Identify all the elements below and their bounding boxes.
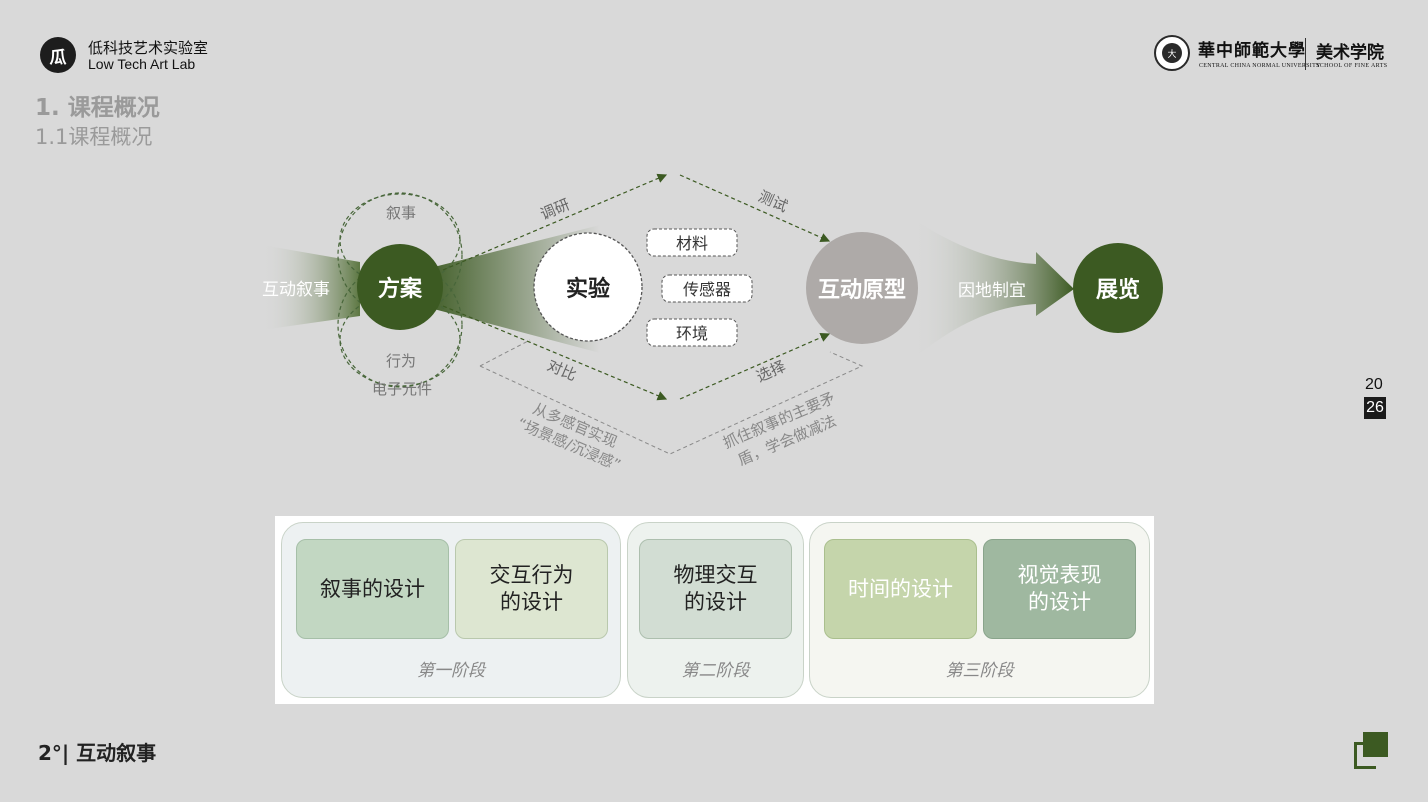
ring-top-label: 叙事 <box>386 204 416 222</box>
stage-2: 物理交互的设计 第二阶段 <box>627 522 804 698</box>
node-exhibition-label: 展览 <box>1096 277 1140 303</box>
year-top: 20 <box>1365 376 1383 393</box>
university-name-en: CENTRAL CHINA NORMAL UNIVERSITY <box>1199 63 1321 69</box>
plan-rings <box>337 192 463 388</box>
stage-1-card-1: 叙事的设计 <box>296 539 449 639</box>
stage-1: 叙事的设计 交互行为的设计 第一阶段 <box>281 522 621 698</box>
lab-logo: 瓜 <box>40 37 76 73</box>
stage-3: 时间的设计 视觉表现的设计 第三阶段 <box>809 522 1150 698</box>
card-line-1: 物理交互 <box>673 563 758 587</box>
arrow-label: 因地制宜 <box>958 281 1026 301</box>
header-divider <box>1305 38 1306 70</box>
stage-1-card-2: 交互行为的设计 <box>455 539 608 639</box>
card-line-1: 时间的设计 <box>848 576 953 601</box>
factor-2-label: 传感器 <box>683 280 731 299</box>
ring-bottom-label-2: 电子元件 <box>372 380 432 398</box>
node-prototype-circle <box>806 232 918 344</box>
edge-select-label: 选择 <box>754 357 789 386</box>
school-name-cn: 美术学院 <box>1316 43 1384 63</box>
card-line-1: 叙事的设计 <box>320 576 425 601</box>
card-line-1: 交互行为 <box>489 563 574 587</box>
node-plan-label: 方案 <box>378 276 423 302</box>
school-name-en: SCHOOL OF FINE ARTS <box>1316 63 1388 69</box>
university-seal-glyph: 大 <box>1162 43 1182 63</box>
node-prototype-label: 互动原型 <box>818 278 906 303</box>
node-plan-circle <box>357 244 443 330</box>
section-title: 1. 课程概况 <box>35 95 160 121</box>
factor-3-label: 环境 <box>676 324 708 343</box>
lab-name-en: Low Tech Art Lab <box>88 56 196 72</box>
stage-3-card-2: 视觉表现的设计 <box>983 539 1136 639</box>
year-bottom: 26 <box>1364 397 1386 419</box>
lab-name-cn: 低科技艺术实验室 <box>88 39 209 57</box>
corner-mark-top <box>1354 742 1363 745</box>
university-seal-icon: 大 <box>1154 35 1190 71</box>
note-diamond-left <box>479 339 531 367</box>
stage-2-label: 第二阶段 <box>681 661 750 681</box>
stage-panel: 叙事的设计 交互行为的设计 第一阶段 物理交互的设计 第二阶段 时间的设计 视觉… <box>275 516 1154 704</box>
card-line-2: 的设计 <box>684 590 747 614</box>
factor-1-label: 材料 <box>676 234 708 253</box>
card-line-2: 的设计 <box>1028 590 1091 614</box>
node-experiment-label: 实验 <box>566 276 610 302</box>
edge-test-label: 测试 <box>756 187 791 216</box>
stage-1-label: 第一阶段 <box>417 661 485 681</box>
process-edges <box>442 173 831 401</box>
ring-bottom-label-1: 行为 <box>386 352 416 370</box>
stage-3-label: 第三阶段 <box>945 661 1014 681</box>
card-line-1: 视觉表现 <box>1017 563 1102 587</box>
input-label: 互动叙事 <box>262 280 330 300</box>
section-subtitle: 1.1课程概况 <box>35 125 153 149</box>
stage-2-card-1: 物理交互的设计 <box>639 539 792 639</box>
node-experiment-circle <box>533 232 643 342</box>
card-line-2: 的设计 <box>500 590 563 614</box>
node-exhibition-circle <box>1073 243 1163 333</box>
input-fade <box>262 245 360 330</box>
stage-3-card-1: 时间的设计 <box>824 539 977 639</box>
footer-title: 2°| 互动叙事 <box>38 741 157 765</box>
edge-research-label: 调研 <box>538 195 573 223</box>
output-arrow <box>912 218 1074 360</box>
corner-mark-square <box>1363 732 1388 757</box>
process-diagram: 互动叙事 方案 实验 互动原型 展览 叙事 行为 电子元件 材料 传感器 环境 … <box>262 173 1163 474</box>
university-name-cn: 華中師範大學 <box>1198 41 1306 61</box>
corner-mark-outline <box>1354 742 1376 769</box>
factor-boxes <box>646 228 753 347</box>
